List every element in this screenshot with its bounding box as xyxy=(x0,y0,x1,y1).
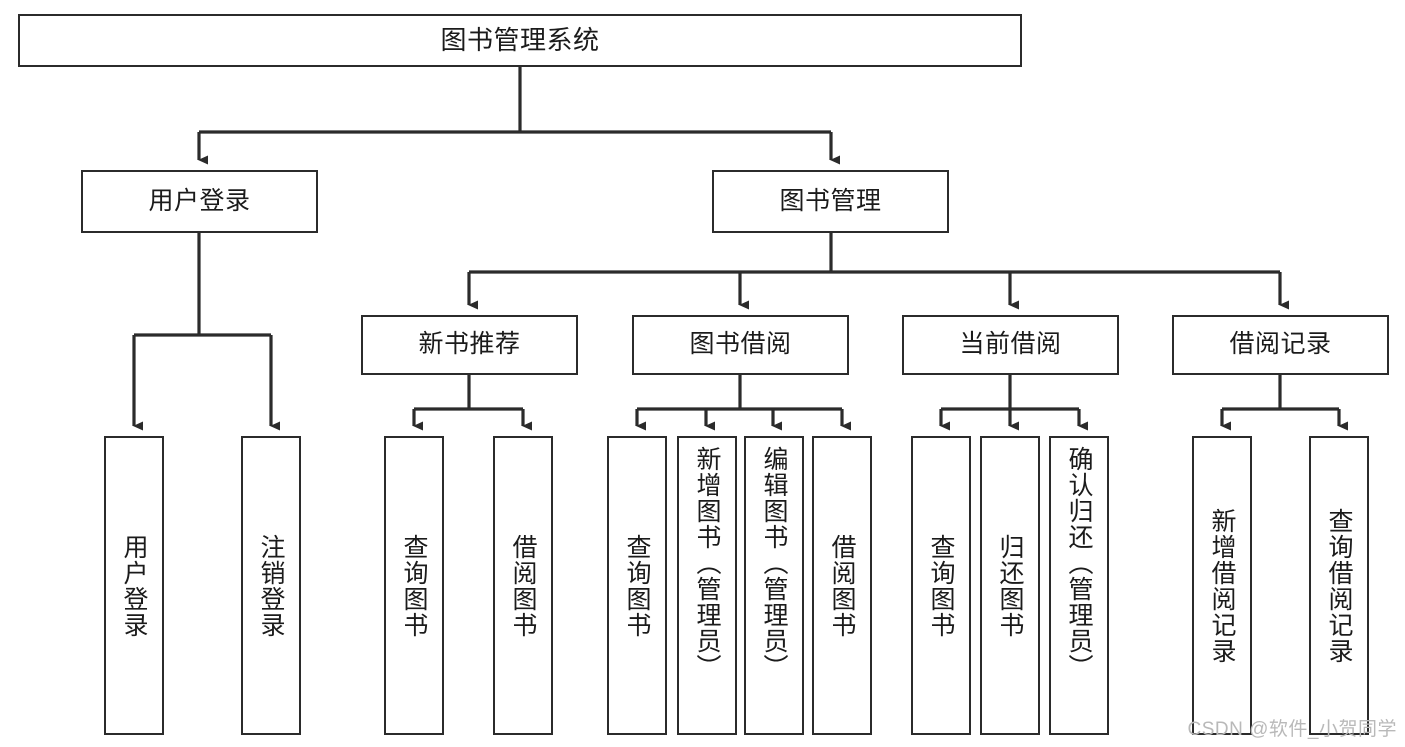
leaf-label: 注销登录 xyxy=(257,533,285,638)
leaf-recommend-borrow-book[interactable]: 借阅图书 xyxy=(493,436,553,735)
node-current-borrow[interactable]: 当前借阅 xyxy=(902,315,1119,375)
leaf-label: 确认归还（管理员） xyxy=(1065,446,1093,680)
node-root[interactable]: 图书管理系统 xyxy=(18,14,1022,67)
node-new-book-recommend[interactable]: 新书推荐 xyxy=(361,315,578,375)
leaf-borrow-add-book-admin[interactable]: 新增图书（管理员） xyxy=(677,436,737,735)
leaf-label: 新增图书（管理员） xyxy=(693,446,721,680)
leaf-current-query-book[interactable]: 查询图书 xyxy=(911,436,971,735)
leaf-user-login-login[interactable]: 用户登录 xyxy=(104,436,164,735)
node-borrow-record[interactable]: 借阅记录 xyxy=(1172,315,1389,375)
leaf-label: 用户登录 xyxy=(120,533,148,638)
leaf-borrow-query-book[interactable]: 查询图书 xyxy=(607,436,667,735)
node-borrow-record-label: 借阅记录 xyxy=(1229,330,1332,359)
leaf-label: 查询图书 xyxy=(623,533,651,638)
leaf-recommend-query-book[interactable]: 查询图书 xyxy=(384,436,444,735)
node-book-management-label: 图书管理 xyxy=(779,186,882,215)
leaf-label: 查询图书 xyxy=(400,533,428,638)
node-user-login[interactable]: 用户登录 xyxy=(81,170,318,233)
node-current-borrow-label: 当前借阅 xyxy=(959,330,1062,359)
node-new-book-recommend-label: 新书推荐 xyxy=(418,330,521,359)
leaf-borrow-edit-book-admin[interactable]: 编辑图书（管理员） xyxy=(744,436,804,735)
node-book-management[interactable]: 图书管理 xyxy=(712,170,949,233)
leaf-label: 借阅图书 xyxy=(828,533,856,638)
node-book-borrow[interactable]: 图书借阅 xyxy=(632,315,849,375)
leaf-label: 编辑图书（管理员） xyxy=(760,446,788,680)
leaf-record-query-record[interactable]: 查询借阅记录 xyxy=(1309,436,1369,735)
leaf-current-confirm-return-admin[interactable]: 确认归还（管理员） xyxy=(1049,436,1109,735)
node-book-borrow-label: 图书借阅 xyxy=(689,330,792,359)
node-user-login-label: 用户登录 xyxy=(148,186,251,215)
leaf-label: 借阅图书 xyxy=(509,533,537,638)
leaf-record-add-record[interactable]: 新增借阅记录 xyxy=(1192,436,1252,735)
leaf-user-login-logout[interactable]: 注销登录 xyxy=(241,436,301,735)
leaf-borrow-borrow-book[interactable]: 借阅图书 xyxy=(812,436,872,735)
leaf-label: 查询图书 xyxy=(927,533,955,638)
node-root-label: 图书管理系统 xyxy=(440,25,600,56)
watermark: CSDN @软件_小贺同学 xyxy=(1187,719,1397,740)
leaf-current-return-book[interactable]: 归还图书 xyxy=(980,436,1040,735)
leaf-label: 新增借阅记录 xyxy=(1208,507,1236,664)
leaf-label: 查询借阅记录 xyxy=(1325,507,1353,664)
leaf-label: 归还图书 xyxy=(996,533,1024,638)
